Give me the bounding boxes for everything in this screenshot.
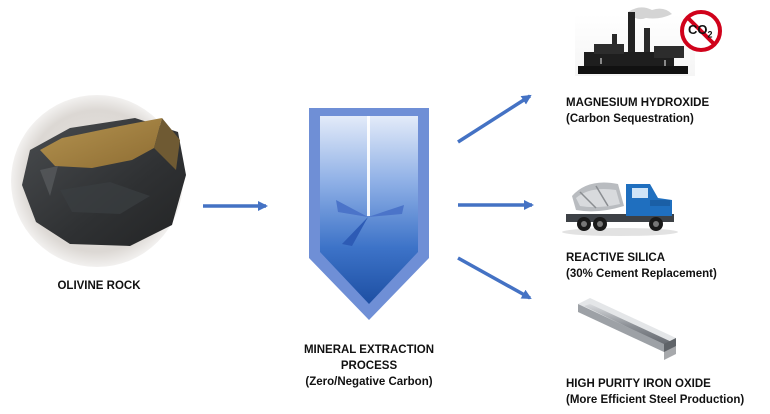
arrow-to-iron-oxide <box>457 256 532 300</box>
cement-mixer-truck-icon <box>562 182 678 236</box>
co2-main-text: CO <box>688 22 708 37</box>
output-title: HIGH PURITY IRON OXIDE <box>566 378 711 390</box>
process-label-line3: (Zero/Negative Carbon) <box>305 376 433 388</box>
co2-subscript-text: 2 <box>707 29 713 40</box>
output-iron-oxide: HIGH PURITY IRON OXIDE (More Efficient S… <box>566 376 744 408</box>
extraction-vessel-icon <box>309 108 429 320</box>
arrow-to-magnesium-hydroxide <box>457 94 532 144</box>
factory-no-co2-icon <box>575 7 695 76</box>
olivine-rock-image <box>11 95 186 267</box>
output-title: REACTIVE SILICA <box>566 252 666 264</box>
process-label-line1: MINERAL EXTRACTION <box>303 344 435 356</box>
no-co2-sign-icon <box>680 10 722 52</box>
output-subtitle: (30% Cement Replacement) <box>566 268 717 280</box>
steel-i-beam-icon <box>578 298 676 360</box>
output-subtitle: (More Efficient Steel Production) <box>566 394 745 406</box>
output-reactive-silica: REACTIVE SILICA (30% Cement Replacement) <box>566 250 717 282</box>
olivine-rock-label: OLIVINE ROCK <box>57 280 141 292</box>
output-title: MAGNESIUM HYDROXIDE <box>566 97 710 109</box>
co2-text: CO2 <box>688 22 713 43</box>
process-label-line2: PROCESS <box>340 360 398 372</box>
output-magnesium-hydroxide: MAGNESIUM HYDROXIDE (Carbon Sequestratio… <box>566 95 709 127</box>
output-subtitle: (Carbon Sequestration) <box>566 113 694 125</box>
process-label: MINERAL EXTRACTION PROCESS (Zero/Negativ… <box>286 342 452 390</box>
